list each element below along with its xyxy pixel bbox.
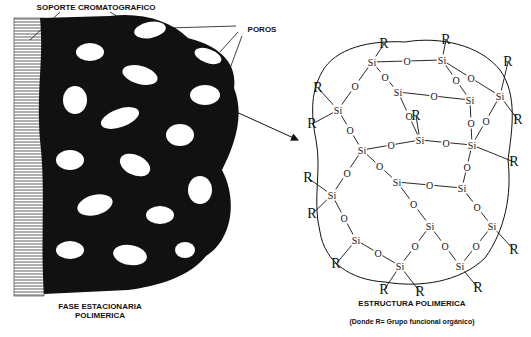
oxygen-atom: O — [410, 241, 419, 252]
silicon-atom: Si — [415, 135, 425, 146]
siloxane-bond — [362, 140, 420, 150]
oxygen-atom: O — [373, 248, 382, 259]
r-group: R — [378, 36, 389, 51]
note-label: (Donde R= Grupo funcional orgánico) — [349, 318, 474, 326]
oxygen-atom: O — [402, 56, 411, 67]
oxygen-atom: O — [342, 167, 351, 178]
oxygen-atom: O — [472, 202, 481, 213]
polymer-phase — [39, 15, 239, 294]
silicon-atom: Si — [357, 145, 367, 156]
silicon-atom: Si — [393, 87, 403, 98]
oxygen-atom: O — [440, 241, 449, 252]
oxygen-atom: O — [345, 125, 354, 136]
support — [14, 18, 44, 296]
oxygen-atom: O — [350, 81, 359, 92]
oxygen-atom: O — [466, 73, 475, 84]
silicon-atom: Si — [487, 221, 497, 232]
silicon-atom: Si — [467, 140, 477, 151]
r-group: R — [512, 112, 523, 127]
oxygen-atom: O — [339, 212, 348, 223]
pores — [56, 19, 224, 267]
phase-label: FASE ESTACIONARIA POLIMERICA — [45, 303, 155, 321]
r-group: R — [440, 32, 451, 47]
oxygen-atom: O — [380, 72, 389, 83]
silicon-atom: Si — [395, 261, 405, 272]
silicon-atom: Si — [367, 57, 377, 68]
siloxane-bond — [356, 240, 400, 266]
silicon-atom: Si — [457, 183, 467, 194]
pores-label: POROS — [248, 26, 277, 35]
r-group: R — [306, 116, 317, 131]
silicon-atom: Si — [425, 221, 435, 232]
r-group: R — [302, 170, 313, 185]
oxygen-atom: O — [441, 137, 450, 148]
silicon-atom: Si — [351, 235, 361, 246]
siloxane-bond — [332, 150, 362, 195]
silicon-atom: Si — [495, 91, 505, 102]
silicon-atom: Si — [437, 55, 447, 66]
r-group: R — [502, 54, 513, 69]
r-group: R — [378, 282, 389, 297]
oxygen-atom: O — [409, 199, 418, 210]
siloxane-bond — [442, 60, 500, 96]
r-group: R — [414, 284, 425, 299]
oxygen-atom: O — [425, 180, 434, 191]
silicon-atom: Si — [465, 95, 475, 106]
support-label: SOPORTE CROMATOGRAFICO — [37, 4, 156, 13]
oxygen-atom: O — [481, 115, 490, 126]
r-group: R — [472, 280, 483, 295]
r-group: R — [306, 206, 317, 221]
r-group: R — [508, 154, 519, 169]
oxygen-atom: O — [375, 161, 384, 172]
zoom-arrow — [232, 110, 298, 140]
silicon-atom: Si — [392, 177, 402, 188]
oxygen-atom: O — [451, 75, 460, 86]
r-group: R — [410, 108, 421, 123]
siloxane-bond — [472, 96, 500, 145]
r-group: R — [312, 80, 323, 95]
oxygen-atom: O — [429, 91, 438, 102]
siloxane-bond — [338, 62, 372, 110]
r-bond — [472, 145, 514, 162]
leader-lines — [30, 12, 242, 90]
r-group: R — [330, 256, 341, 271]
oxygen-atom: O — [462, 161, 471, 172]
silicon-atom: Si — [333, 105, 343, 116]
structure-outline — [313, 40, 513, 284]
siloxane-bond — [332, 195, 356, 240]
silicon-atom: Si — [327, 190, 337, 201]
oxygen-atom: O — [386, 140, 395, 151]
r-group: R — [508, 242, 519, 257]
oxygen-atom: O — [466, 117, 475, 128]
silicon-atom: Si — [455, 261, 465, 272]
structure-label: ESTRUCTURA POLIMERICA — [358, 300, 465, 309]
oxygen-atom: O — [471, 241, 480, 252]
